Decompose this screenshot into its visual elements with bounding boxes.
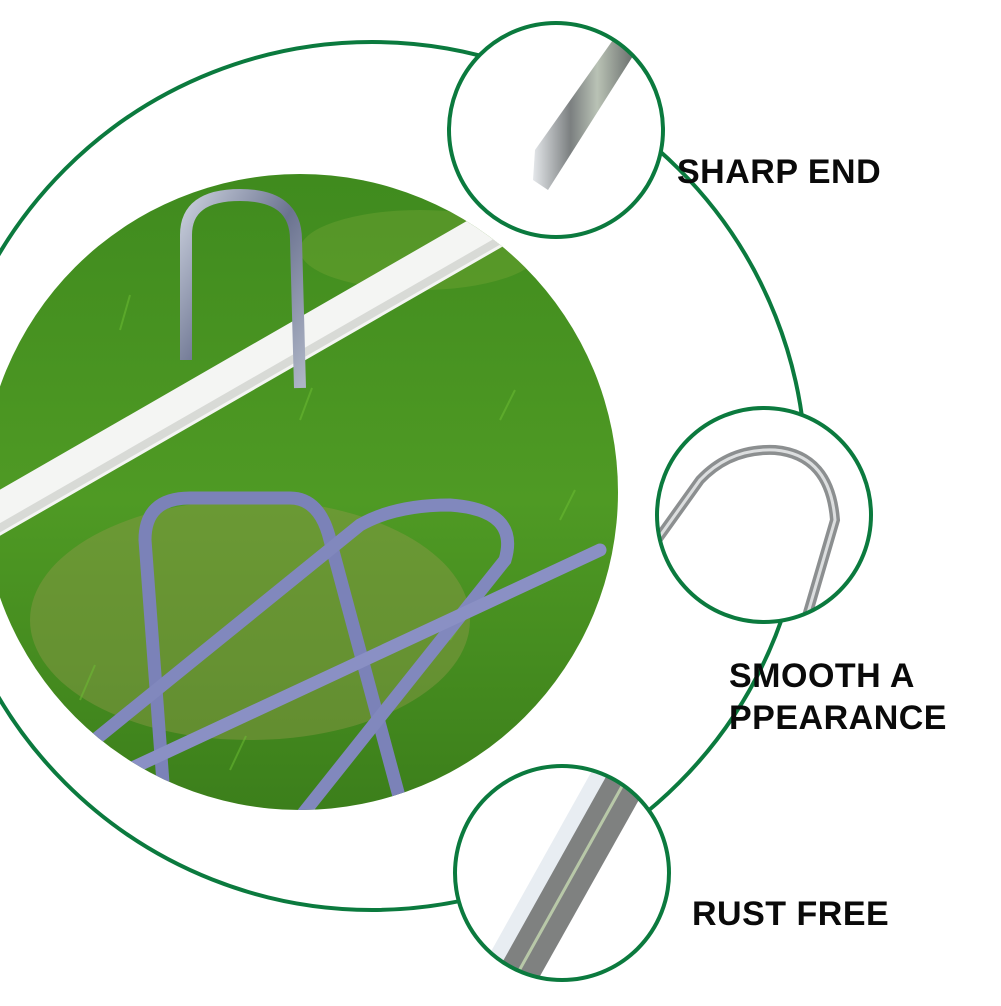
main-product-photo — [0, 174, 618, 810]
smooth-appearance-label-line1: SMOOTH A — [729, 657, 915, 695]
smooth-appearance-closeup — [655, 406, 873, 624]
rust-free-label: RUST FREE — [692, 895, 890, 933]
rust-free-closeup — [453, 764, 671, 982]
sharp-end-label: SHARP END — [677, 153, 882, 191]
smooth-appearance-label-line2: PPEARANCE — [729, 699, 947, 737]
sharp-end-closeup — [447, 21, 665, 239]
